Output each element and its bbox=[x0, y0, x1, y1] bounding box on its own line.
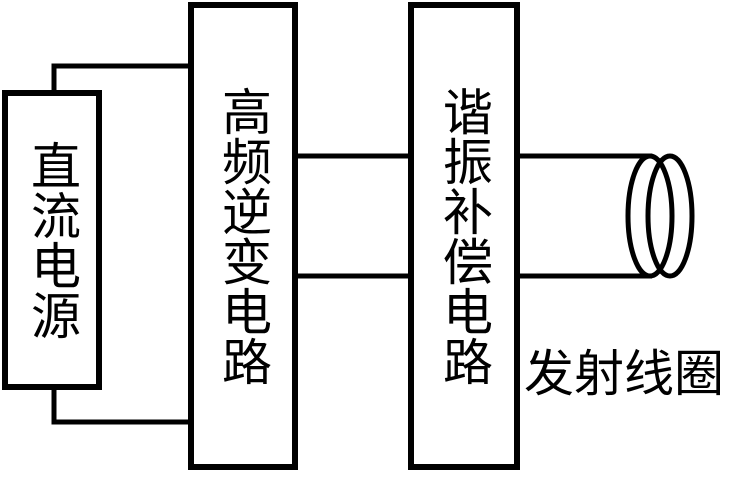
dc-power-label: 直流电源 bbox=[23, 140, 81, 340]
wire-dc-top bbox=[51, 63, 190, 92]
hf-inverter-block: 高频逆变电路 bbox=[188, 2, 298, 470]
wire-dc-bottom bbox=[51, 386, 190, 425]
coil-loop-2 bbox=[645, 153, 695, 279]
resonant-compensation-label: 谐振补偿电路 bbox=[435, 86, 493, 386]
hf-inverter-label: 高频逆变电路 bbox=[214, 86, 272, 386]
coil-loop-1 bbox=[625, 153, 675, 279]
transmit-coil-label: 发射线圈 bbox=[524, 345, 724, 403]
dc-power-block: 直流电源 bbox=[2, 90, 102, 390]
resonant-compensation-block: 谐振补偿电路 bbox=[408, 2, 520, 470]
